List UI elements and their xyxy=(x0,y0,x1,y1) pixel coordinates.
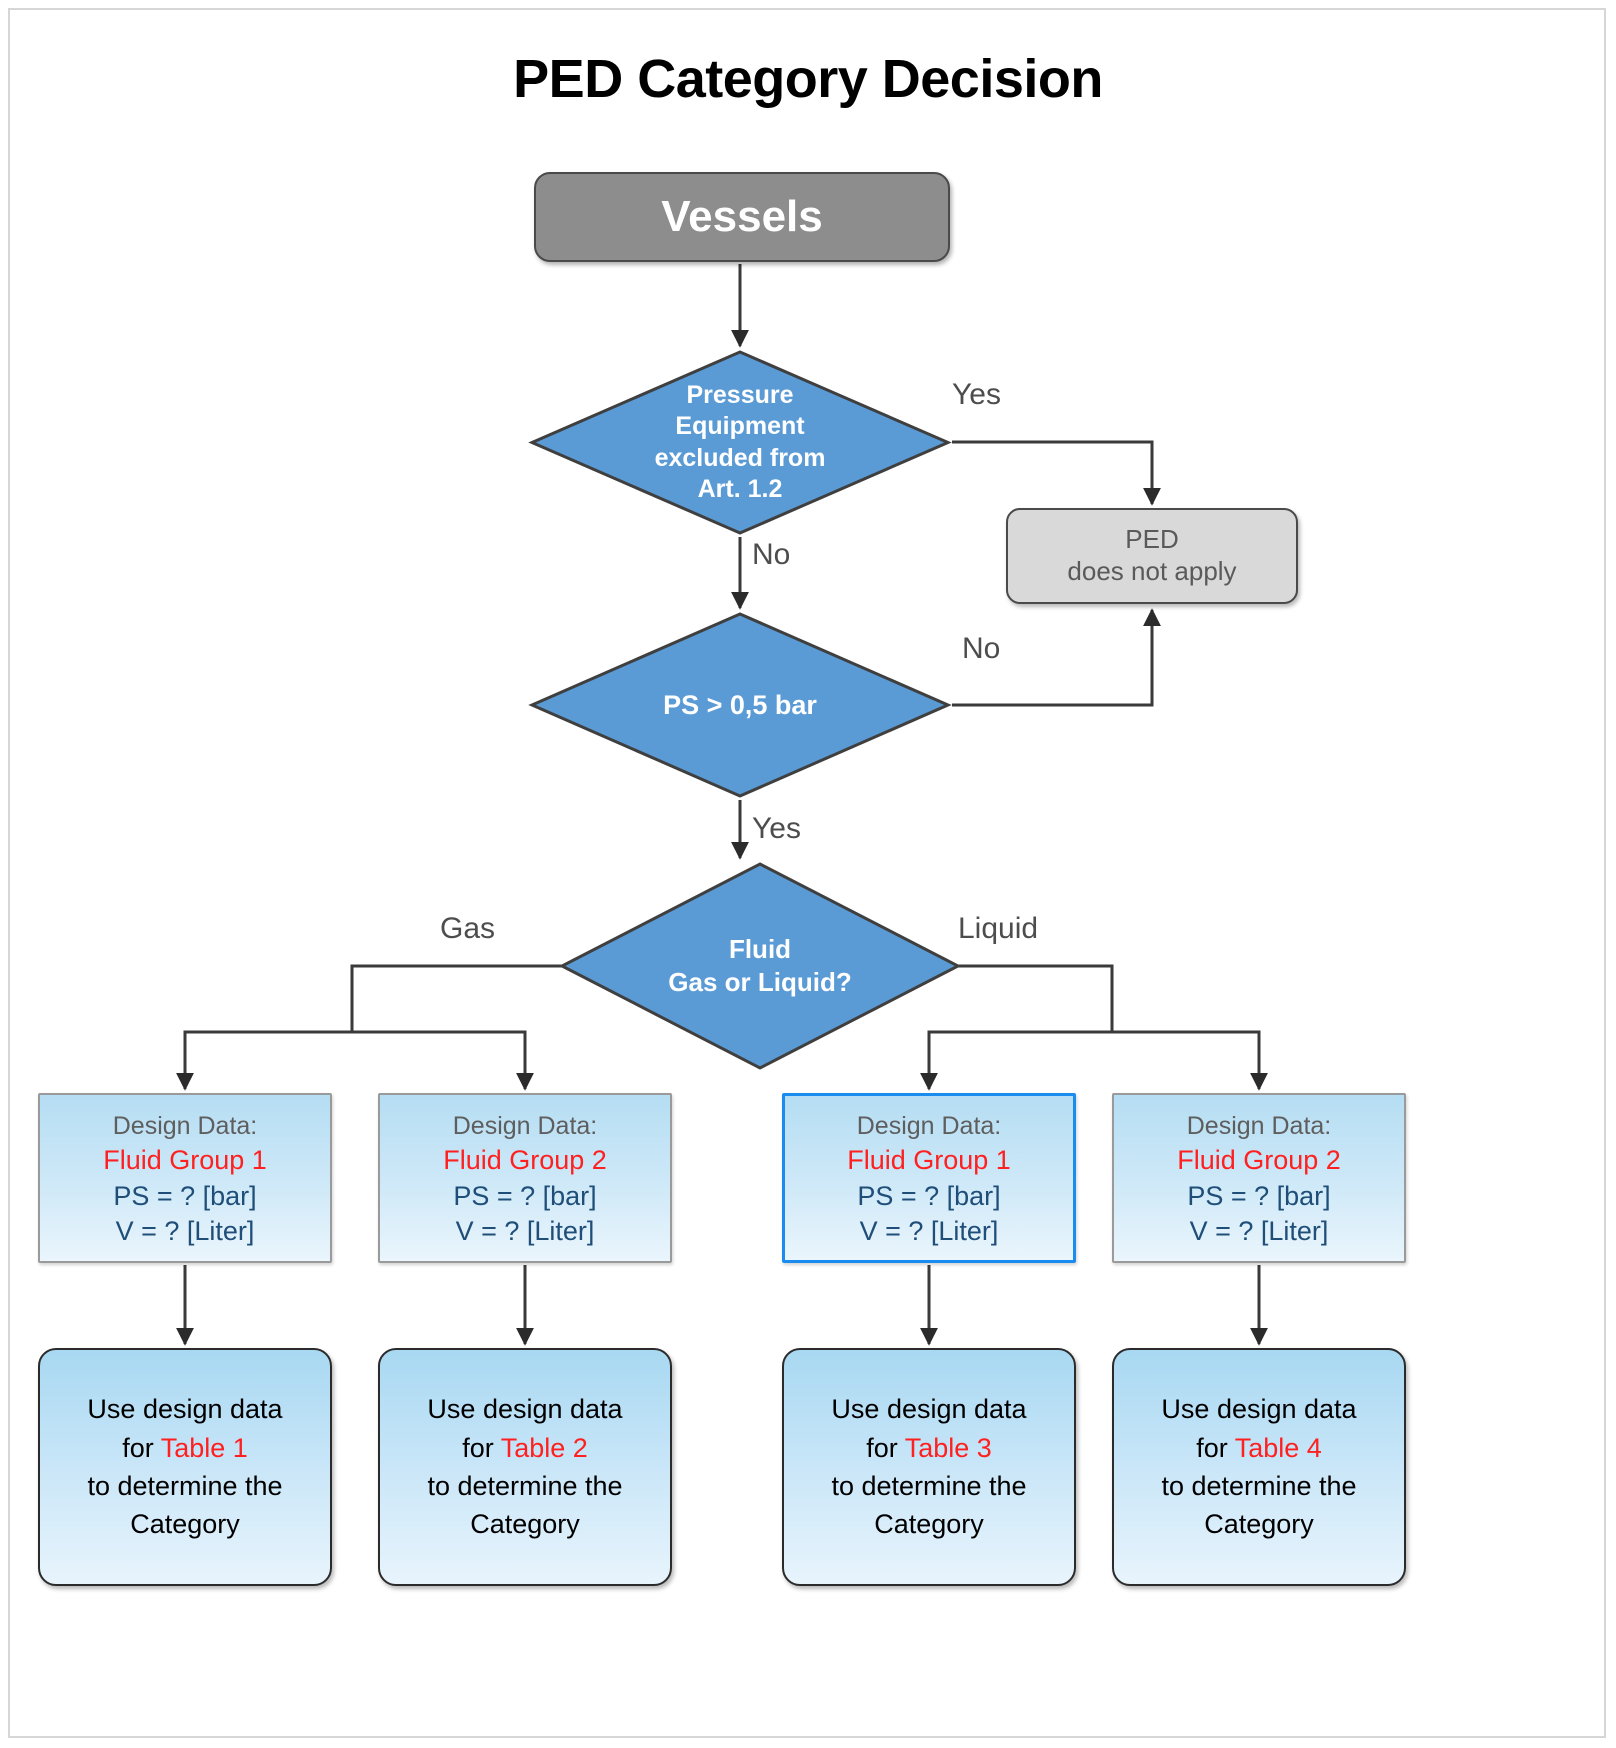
start-node-label: Vessels xyxy=(661,192,823,241)
result-line-3: to determine the xyxy=(1161,1471,1357,1501)
page-title: PED Category Decision xyxy=(513,49,1103,109)
result-for-prefix: for xyxy=(122,1432,161,1463)
design-data-volume: V = ? [Liter] xyxy=(859,1216,999,1247)
result-box-4[interactable]: Use design data for Table 4 to determine… xyxy=(1112,1348,1406,1586)
design-data-ps: PS = ? [bar] xyxy=(1187,1180,1331,1211)
decision-ps-greater-0-5-bar[interactable]: PS > 0,5 bar xyxy=(528,612,952,798)
ped-not-apply-line-1: PED xyxy=(1125,524,1179,555)
design-data-box-4[interactable]: Design Data: Fluid Group 2 PS = ? [bar] … xyxy=(1112,1093,1406,1263)
edge-label-excluded-no: No xyxy=(752,538,791,571)
design-data-header: Design Data: xyxy=(452,1112,598,1141)
result-line-3: to determine the xyxy=(427,1471,623,1501)
design-data-fluid-group: Fluid Group 2 xyxy=(443,1145,607,1176)
design-data-box-2[interactable]: Design Data: Fluid Group 2 PS = ? [bar] … xyxy=(378,1093,672,1263)
design-data-header: Design Data: xyxy=(1186,1112,1332,1141)
design-data-volume: V = ? [Liter] xyxy=(455,1216,595,1247)
result-line-4: Category xyxy=(130,1509,240,1540)
design-data-volume: V = ? [Liter] xyxy=(115,1216,255,1247)
result-line-1: Use design data xyxy=(1161,1394,1357,1425)
result-line-4: Category xyxy=(874,1509,984,1540)
design-data-ps: PS = ? [bar] xyxy=(113,1180,257,1211)
result-box-2[interactable]: Use design data for Table 2 to determine… xyxy=(378,1348,672,1586)
diamond-shape xyxy=(558,862,962,1070)
result-box-3[interactable]: Use design data for Table 3 to determine… xyxy=(782,1348,1076,1586)
decision-fluid-gas-or-liquid[interactable]: Fluid Gas or Liquid? xyxy=(558,862,962,1070)
result-line-3: to determine the xyxy=(831,1471,1027,1501)
diamond-shape xyxy=(528,350,952,535)
ped-not-apply-line-2: does not apply xyxy=(1067,556,1237,586)
edge-label-fluid-liquid: Liquid xyxy=(958,912,1039,945)
result-table-ref: Table 2 xyxy=(500,1432,588,1463)
result-line-2: for Table 2 xyxy=(462,1429,588,1467)
design-data-header: Design Data: xyxy=(112,1112,258,1141)
design-data-header: Design Data: xyxy=(856,1112,1002,1141)
result-line-1: Use design data xyxy=(87,1394,283,1425)
result-table-ref: Table 3 xyxy=(904,1432,992,1463)
result-line-3: to determine the xyxy=(87,1471,283,1501)
result-line-4: Category xyxy=(1204,1509,1314,1540)
result-line-2: for Table 4 xyxy=(1196,1429,1322,1467)
result-line-2: for Table 3 xyxy=(866,1429,992,1467)
design-data-fluid-group: Fluid Group 1 xyxy=(103,1145,267,1176)
edge-label-ps-yes: Yes xyxy=(752,812,801,845)
diamond-shape xyxy=(528,612,952,798)
design-data-volume: V = ? [Liter] xyxy=(1189,1216,1329,1247)
decision-excluded-from-art-1-2[interactable]: Pressure Equipment excluded from Art. 1.… xyxy=(528,350,952,535)
edge-label-excluded-yes: Yes xyxy=(952,378,1001,411)
terminal-ped-does-not-apply[interactable]: PED does not apply xyxy=(1006,508,1298,604)
result-table-ref: Table 4 xyxy=(1234,1432,1322,1463)
edge-label-fluid-gas: Gas xyxy=(440,912,496,945)
result-box-1[interactable]: Use design data for Table 1 to determine… xyxy=(38,1348,332,1586)
design-data-ps: PS = ? [bar] xyxy=(453,1180,597,1211)
result-line-4: Category xyxy=(470,1509,580,1540)
start-node-vessels[interactable]: Vessels xyxy=(534,172,950,262)
design-data-box-1[interactable]: Design Data: Fluid Group 1 PS = ? [bar] … xyxy=(38,1093,332,1263)
result-for-prefix: for xyxy=(462,1432,501,1463)
design-data-fluid-group: Fluid Group 2 xyxy=(1177,1145,1341,1176)
result-line-2: for Table 1 xyxy=(122,1429,248,1467)
edge-label-ps-no: No xyxy=(962,632,1001,665)
design-data-fluid-group: Fluid Group 1 xyxy=(847,1145,1011,1176)
result-line-1: Use design data xyxy=(427,1394,623,1425)
design-data-box-3[interactable]: Design Data: Fluid Group 1 PS = ? [bar] … xyxy=(782,1093,1076,1263)
result-line-1: Use design data xyxy=(831,1394,1027,1425)
result-for-prefix: for xyxy=(866,1432,905,1463)
design-data-ps: PS = ? [bar] xyxy=(857,1180,1001,1211)
result-for-prefix: for xyxy=(1196,1432,1235,1463)
result-table-ref: Table 1 xyxy=(160,1432,248,1463)
